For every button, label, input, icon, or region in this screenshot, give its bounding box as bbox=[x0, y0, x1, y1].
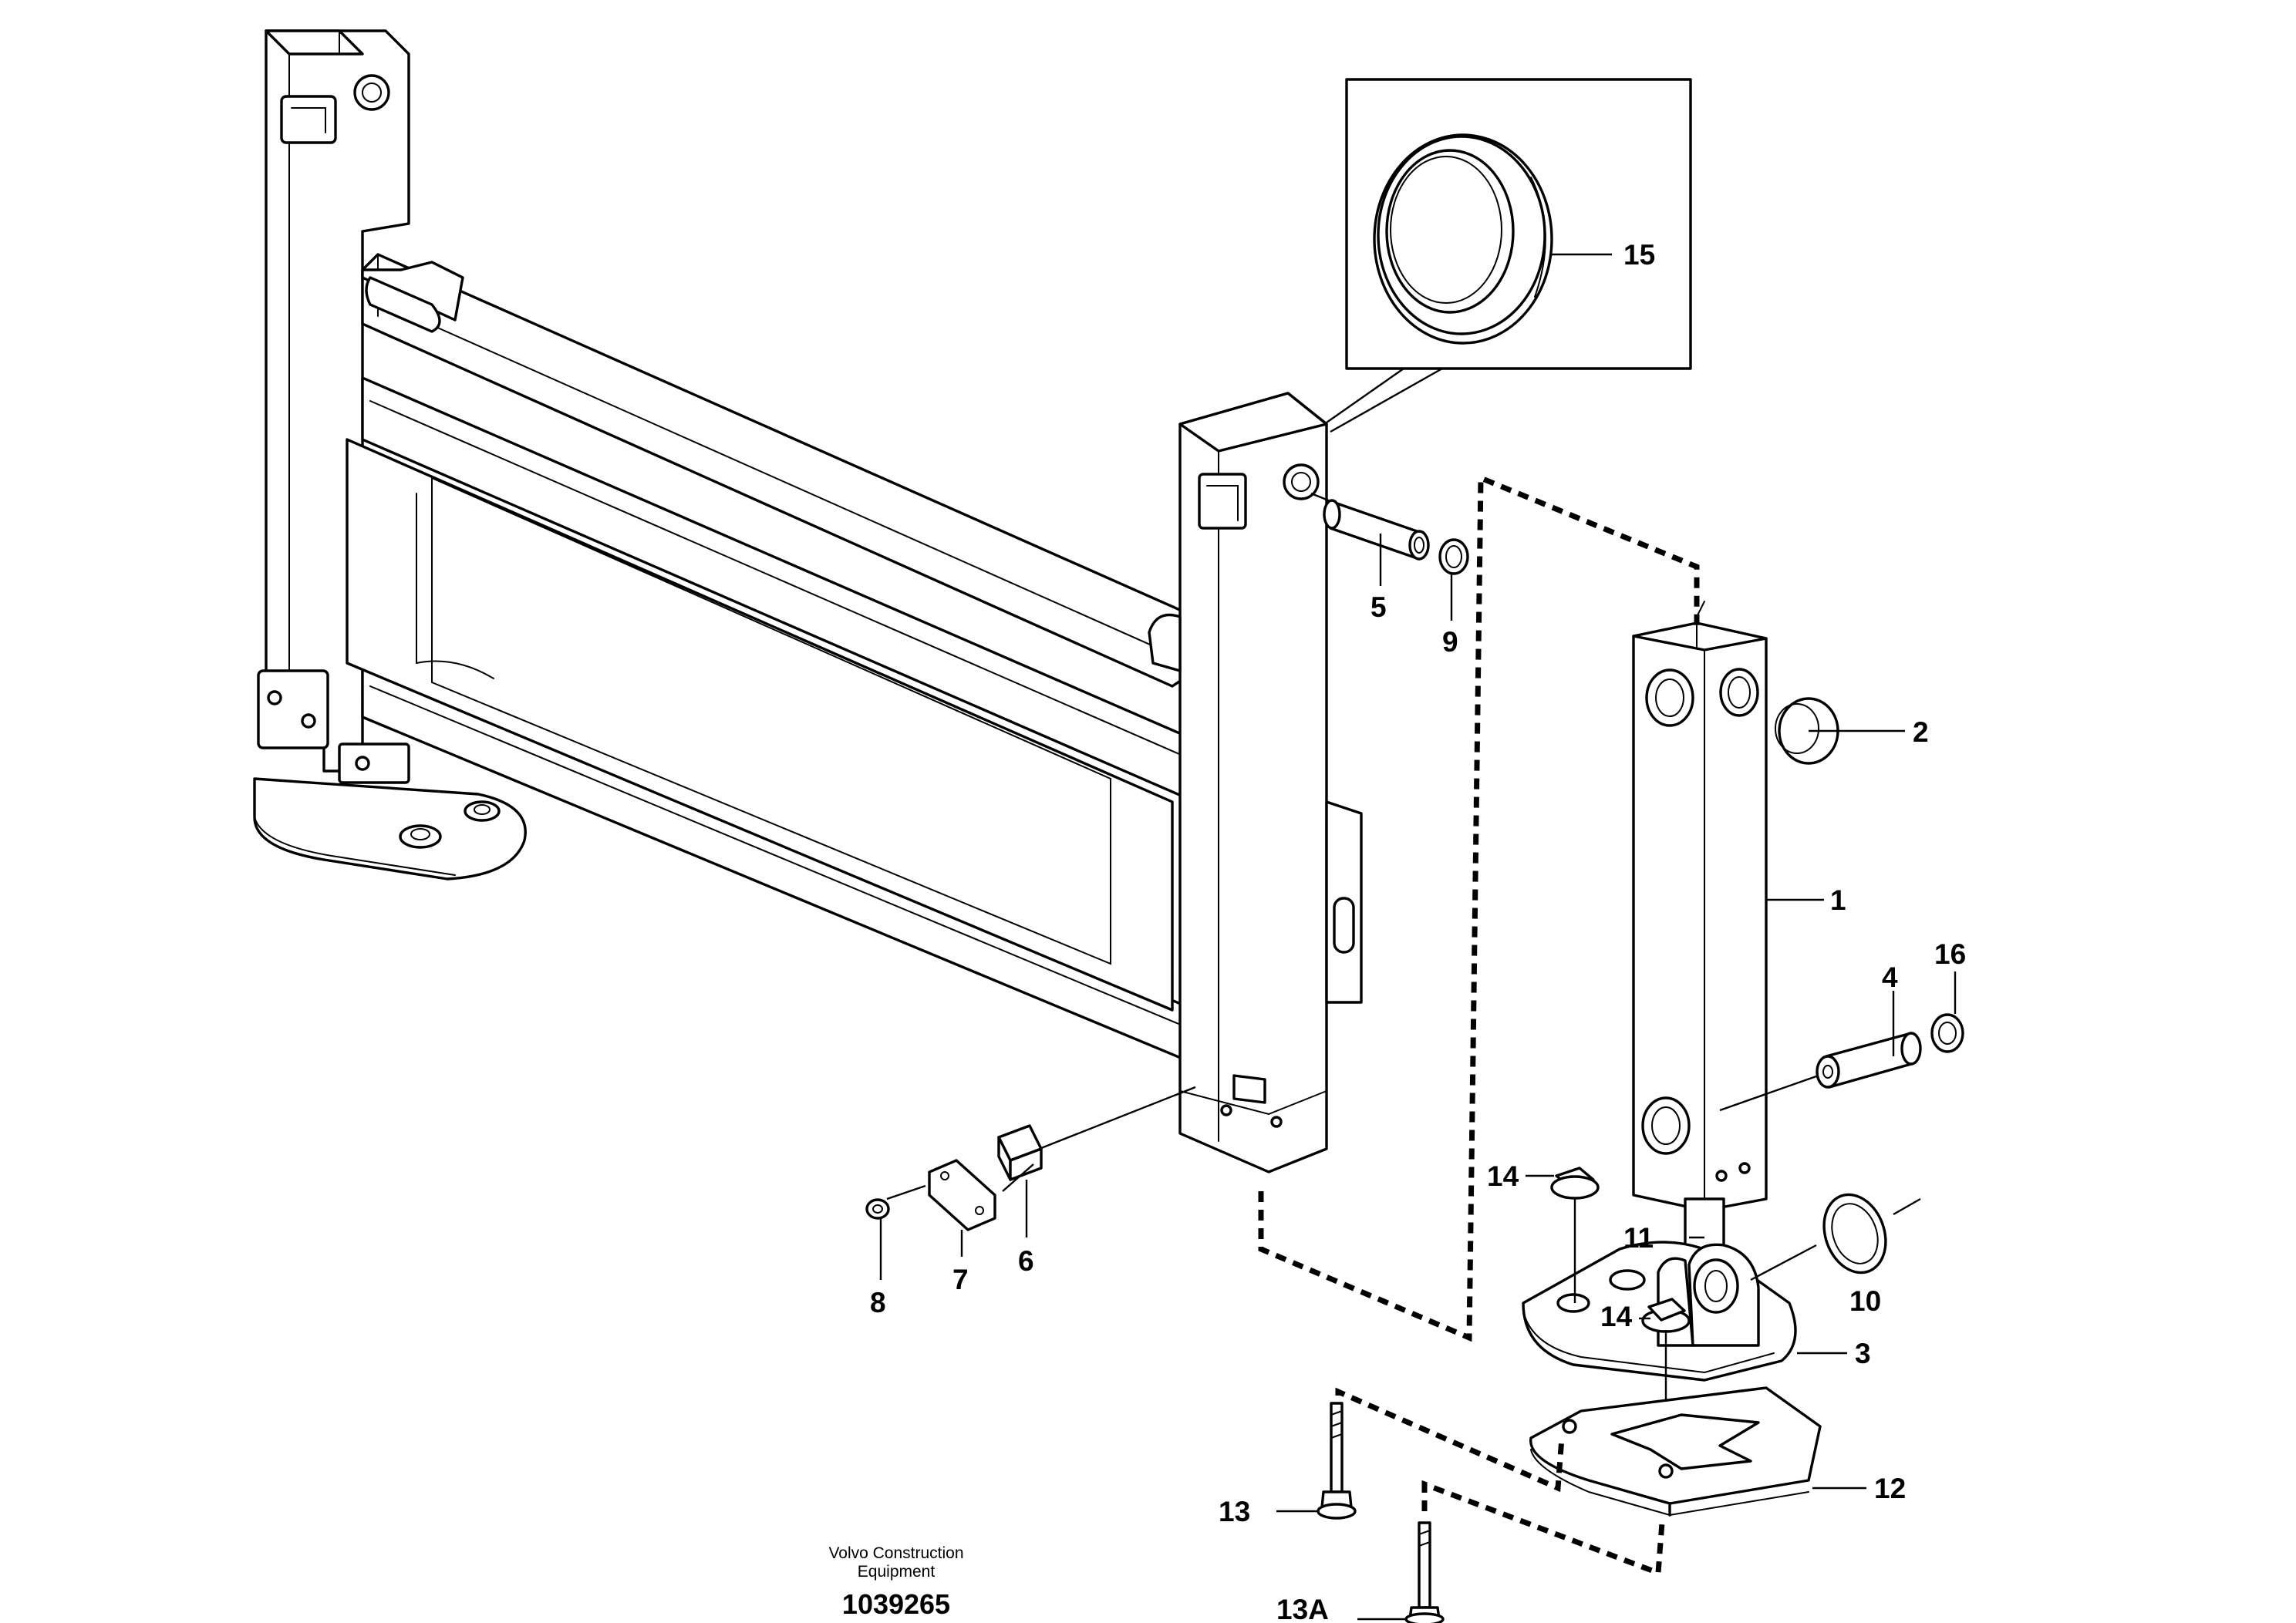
callout-14-lower: 14 bbox=[1600, 1301, 1633, 1332]
callout-6: 6 bbox=[1018, 1245, 1034, 1277]
company-name-line1: Volvo Construction bbox=[828, 1544, 963, 1562]
drawing-footer: Volvo Construction Equipment 1039265 bbox=[828, 1544, 963, 1620]
hardware-group-6-7-8 bbox=[865, 1086, 1196, 1231]
assembly-dashed-lines bbox=[1258, 473, 1700, 1577]
callout-4: 4 bbox=[1882, 961, 1898, 993]
drawing-number: 1039265 bbox=[842, 1588, 950, 1620]
callout-15: 15 bbox=[1623, 239, 1655, 271]
callout-8: 8 bbox=[870, 1287, 886, 1318]
seal-detail-inset bbox=[1326, 78, 1692, 433]
callout-3: 3 bbox=[1855, 1338, 1871, 1369]
swivel-foot-3 bbox=[1522, 1197, 1797, 1382]
frame-assembly bbox=[253, 29, 1363, 1173]
vertical-support-1 bbox=[1632, 601, 1768, 1212]
callout-13a: 13A bbox=[1276, 1594, 1329, 1623]
base-plate-12 bbox=[1529, 1386, 1822, 1517]
callout-1: 1 bbox=[1830, 884, 1846, 916]
washer-10 bbox=[1750, 1193, 1921, 1281]
pin-5 bbox=[1310, 492, 1430, 561]
ring-9 bbox=[1438, 538, 1469, 575]
callout-7: 7 bbox=[952, 1264, 969, 1295]
callout-labels: 15 2 1 4 16 5 9 14 11 10 14 3 12 13 13A … bbox=[870, 239, 1966, 1623]
callout-11: 11 bbox=[1623, 1222, 1654, 1254]
callout-12: 12 bbox=[1874, 1473, 1906, 1504]
callout-16: 16 bbox=[1934, 938, 1966, 970]
callout-9: 9 bbox=[1442, 626, 1458, 658]
circlip-16 bbox=[1930, 1013, 1964, 1053]
callout-13: 13 bbox=[1219, 1496, 1250, 1527]
flange-nut-14-upper bbox=[1550, 1167, 1600, 1303]
callout-leaders bbox=[879, 253, 1957, 1621]
company-name-line2: Equipment bbox=[858, 1563, 936, 1581]
callout-10: 10 bbox=[1849, 1285, 1881, 1317]
pin-4 bbox=[1719, 1032, 1922, 1112]
bolt-13a bbox=[1404, 1521, 1445, 1623]
callout-2: 2 bbox=[1913, 716, 1929, 748]
callout-5: 5 bbox=[1371, 591, 1387, 623]
bolt-13 bbox=[1317, 1402, 1357, 1520]
callout-14-upper: 14 bbox=[1487, 1160, 1519, 1192]
